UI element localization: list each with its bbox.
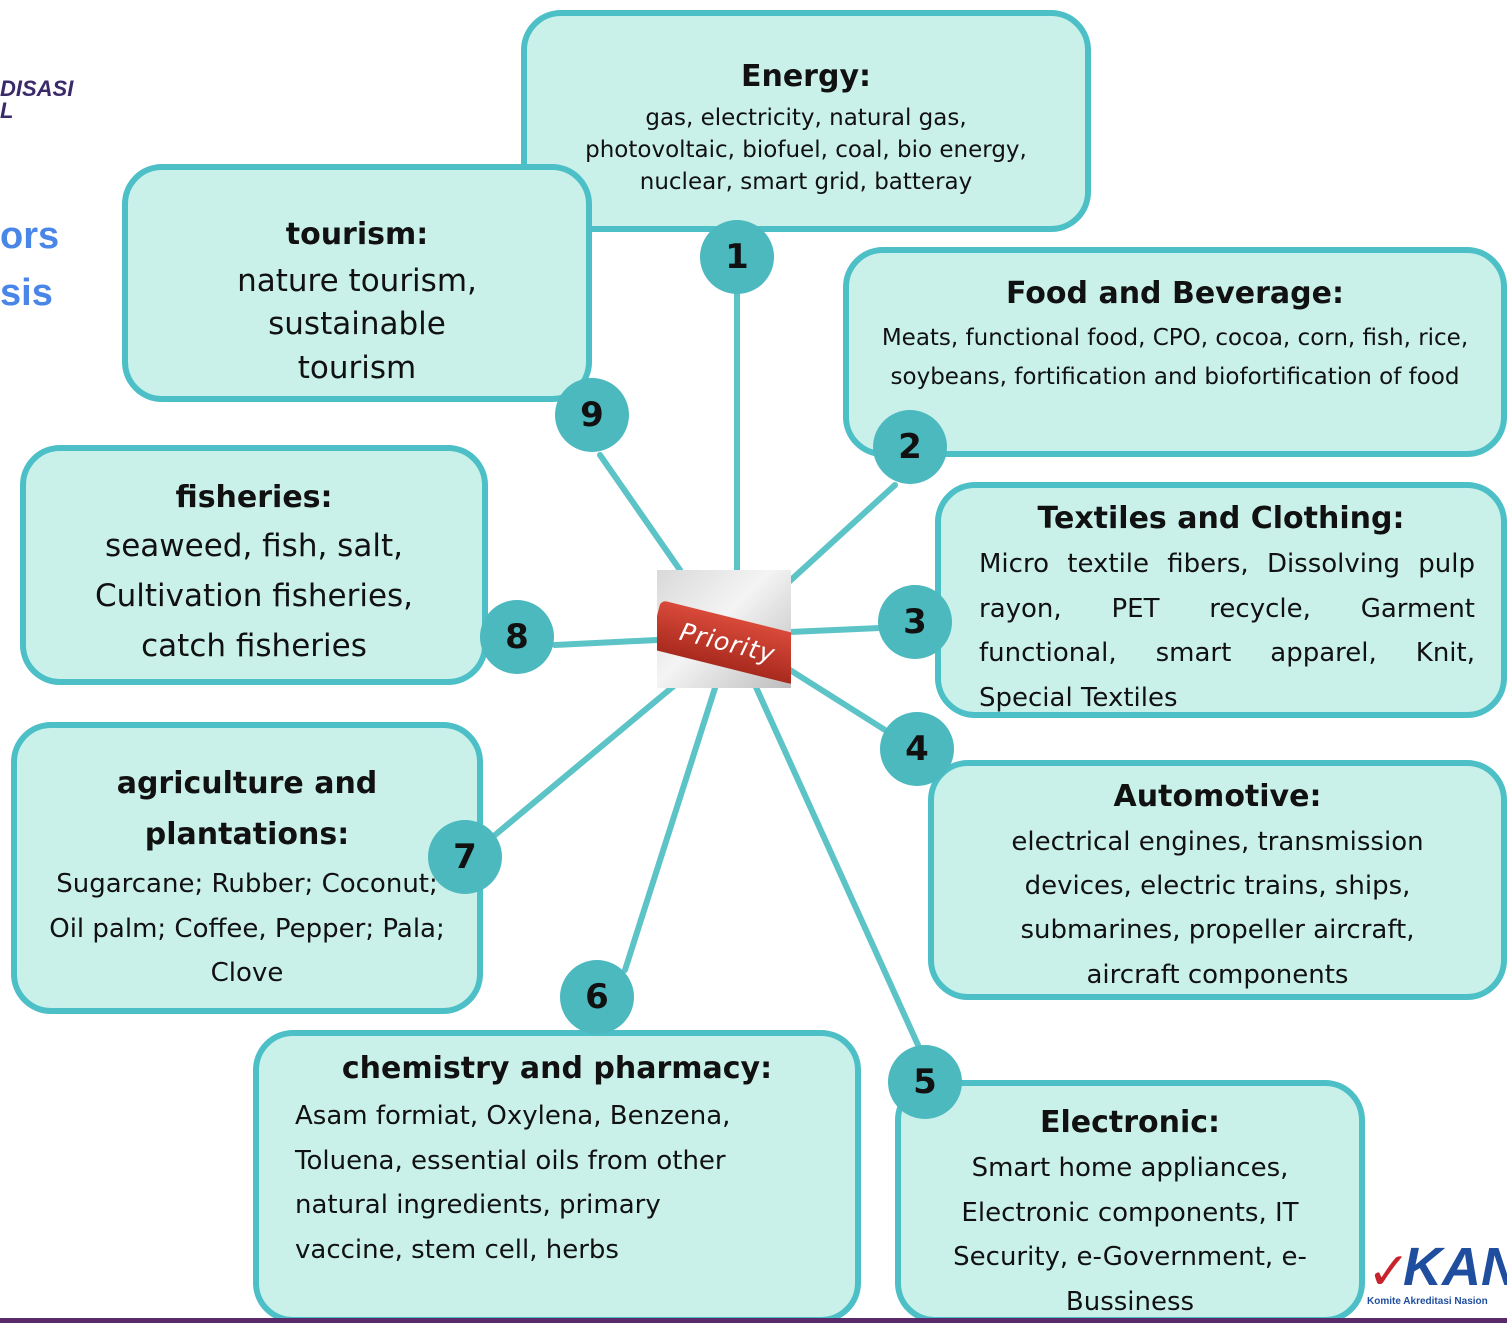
badge-6: 6 [560, 960, 634, 1034]
connector-4 [787, 667, 888, 733]
node-food-beverage-body: Meats, functional food, CPO, cocoa, corn… [881, 325, 1469, 391]
node-automotive-title: Automotive: [1113, 779, 1322, 814]
kan-logo: ✓ KAN Komite Akreditasi Nasion [1365, 1240, 1507, 1318]
badge-3: 3 [878, 585, 952, 659]
node-agriculture-body: Sugarcane; Rubber; Coconut; Oil palm; Co… [49, 869, 445, 989]
footer-bar [0, 1318, 1507, 1323]
badge-1: 1 [700, 220, 774, 294]
badge-5: 5 [888, 1045, 962, 1119]
connector-2 [777, 482, 898, 593]
node-tourism: tourism: nature tourism, sustainable tou… [122, 164, 592, 402]
kan-check-icon: ✓ [1367, 1242, 1411, 1302]
connector-7 [492, 682, 678, 838]
connector-9 [597, 452, 683, 573]
node-food-beverage-title: Food and Beverage: [1006, 276, 1344, 311]
node-textiles-body: Micro textile fibers, Dissolving pulp ra… [979, 549, 1475, 714]
logo-text-fragment: DISASI L [0, 76, 74, 123]
node-energy-body: gas, electricity, natural gas, photovolt… [585, 105, 1027, 196]
badge-7: 7 [428, 820, 502, 894]
priority-key: Priority [657, 600, 791, 685]
connector-8 [552, 637, 660, 648]
badge-4: 4 [880, 712, 954, 786]
badge-9: 9 [555, 378, 629, 452]
node-electronic-body: Smart home appliances, Electronic compon… [953, 1153, 1307, 1318]
node-agriculture-title: agriculture and plantations: [116, 766, 378, 852]
node-tourism-title: tourism: [285, 217, 429, 252]
node-fisheries-title: fisheries: [175, 480, 333, 515]
node-energy-title: Energy: [740, 59, 872, 94]
node-textiles: Textiles and Clothing: Micro textile fib… [935, 482, 1507, 718]
kan-logo-caption: Komite Akreditasi Nasion [1367, 1296, 1488, 1307]
badge-2: 2 [873, 410, 947, 484]
node-agriculture: agriculture and plantations: Sugarcane; … [11, 722, 483, 1014]
node-food-beverage: Food and Beverage: Meats, functional foo… [843, 247, 1507, 457]
connector-5 [752, 682, 921, 1048]
node-chemistry-pharmacy-body: Asam formiat, Oxylena, Benzena, Toluena,… [295, 1101, 731, 1266]
node-energy: Energy: gas, electricity, natural gas, p… [521, 10, 1091, 232]
node-automotive: Automotive: electrical engines, transmis… [928, 760, 1507, 1000]
kan-logo-mark: KAN [1403, 1237, 1507, 1297]
priority-key-image: Priority [657, 570, 791, 688]
connector-3 [787, 625, 883, 635]
badge-8: 8 [480, 600, 554, 674]
slide-title-fragment: ors sis [0, 215, 60, 314]
node-tourism-body: nature tourism, sustainable tourism [237, 263, 477, 386]
connector-6 [622, 685, 718, 973]
node-chemistry-pharmacy-title: chemistry and pharmacy: [341, 1051, 773, 1086]
node-fisheries-body: seaweed, fish, salt, Cultivation fisheri… [94, 528, 414, 665]
node-automotive-body: electrical engines, transmission devices… [1011, 827, 1424, 990]
node-textiles-title: Textiles and Clothing: [1037, 501, 1405, 536]
node-chemistry-pharmacy: chemistry and pharmacy: Asam formiat, Ox… [253, 1030, 861, 1323]
node-fisheries: fisheries: seaweed, fish, salt, Cultivat… [20, 445, 488, 685]
node-electronic-title: Electronic: [1039, 1105, 1221, 1140]
